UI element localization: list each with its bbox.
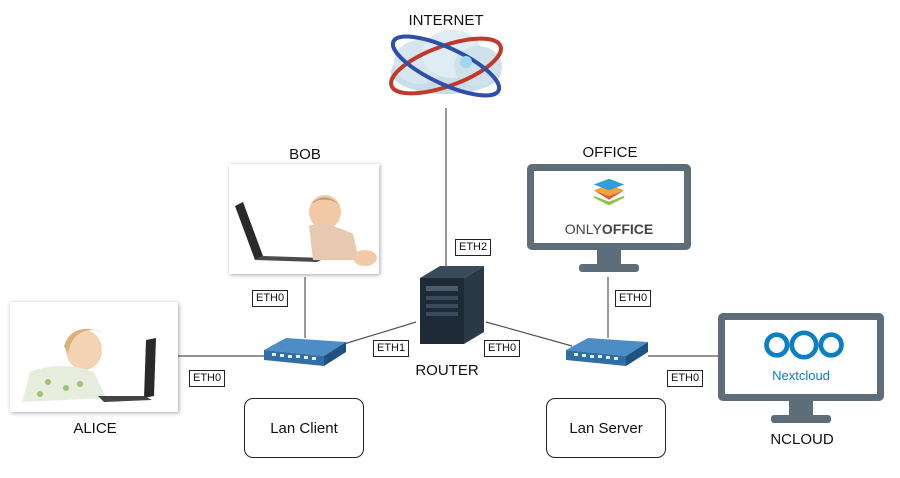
alice-photo: [10, 302, 178, 412]
office-monitor-stand: [579, 248, 639, 272]
ncloud-monitor-stand: [771, 399, 831, 423]
client-switch-icon: [264, 338, 346, 366]
alice-label: ALICE: [73, 420, 117, 437]
server-switch-icon: [566, 338, 648, 366]
ncloud-monitor: Nextcloud: [718, 313, 884, 427]
router-tower-icon: [420, 266, 484, 344]
port-router-eth2: ETH2: [455, 239, 492, 256]
lan-server-box: Lan Server: [546, 398, 666, 458]
link-router-server-switch: [485, 321, 573, 347]
port-alice-eth0: ETH0: [189, 370, 226, 387]
onlyoffice-wordmark-bold: OFFICE: [601, 221, 654, 237]
ncloud-label: NCLOUD: [770, 431, 834, 448]
nextcloud-logo-icon: [764, 330, 844, 360]
link-router-client-switch: [343, 321, 417, 345]
bob-photo: [229, 164, 379, 274]
internet-cloud-icon: [389, 30, 503, 98]
onlyoffice-wordmark-light: ONLY: [564, 221, 602, 237]
office-monitor-screen: ONLYOFFICE: [527, 164, 691, 250]
onlyoffice-wordmark: ONLYOFFICE: [534, 221, 684, 237]
onlyoffice-logo-icon: [593, 178, 625, 206]
ncloud-monitor-screen: Nextcloud: [718, 313, 884, 401]
port-router-eth1: ETH1: [373, 340, 410, 357]
port-bob-eth0: ETH0: [252, 290, 289, 307]
office-label: OFFICE: [582, 144, 638, 161]
internet-label: INTERNET: [408, 12, 484, 29]
bob-label: BOB: [289, 146, 321, 163]
port-router-eth0: ETH0: [484, 340, 521, 357]
nextcloud-wordmark: Nextcloud: [772, 368, 830, 383]
port-office-eth0: ETH0: [615, 290, 652, 307]
office-monitor: ONLYOFFICE: [527, 164, 691, 278]
port-ncloud-eth0: ETH0: [667, 370, 704, 387]
lan-client-box: Lan Client: [244, 398, 364, 458]
router-label: ROUTER: [415, 362, 479, 379]
